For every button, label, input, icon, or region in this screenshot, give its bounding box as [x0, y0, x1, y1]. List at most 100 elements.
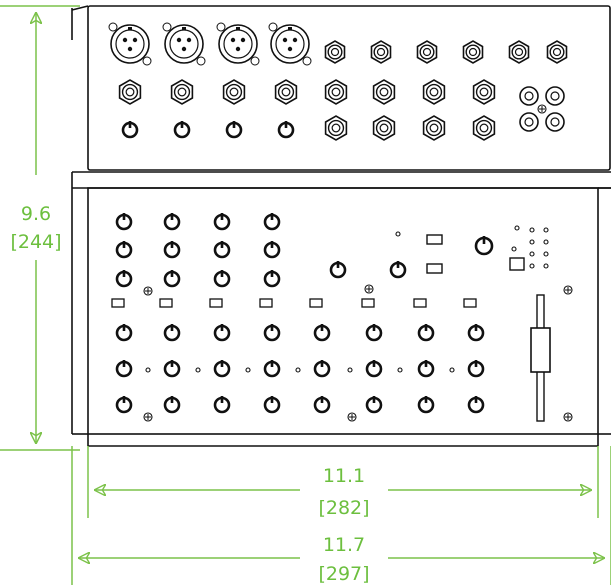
push-button	[209, 298, 223, 308]
led-indicator	[511, 246, 517, 252]
led-indicator	[529, 227, 535, 233]
xlr-input-icon	[216, 22, 260, 66]
rotary-knob-icon	[115, 241, 133, 259]
xlr-input-icon	[108, 22, 152, 66]
rotary-knob-icon	[163, 360, 181, 378]
rotary-knob-icon	[263, 324, 281, 342]
led-indicator	[529, 251, 535, 257]
push-button	[361, 298, 375, 308]
rotary-knob-icon	[467, 360, 485, 378]
quarter-inch-jack-icon	[372, 79, 396, 105]
screw-icon	[563, 412, 573, 422]
screw-icon	[347, 412, 357, 422]
screw-icon	[143, 412, 153, 422]
inner-width-value: 11.1	[323, 465, 365, 487]
quarter-inch-jack-icon	[472, 115, 496, 141]
quarter-inch-jack-icon	[170, 79, 194, 105]
screw-icon	[537, 104, 547, 114]
quarter-inch-jack-icon	[462, 40, 484, 64]
screw-icon	[563, 285, 573, 295]
xlr-input-icon	[162, 22, 206, 66]
rotary-knob-icon	[213, 360, 231, 378]
rear-connector-panel	[108, 22, 568, 141]
led-indicator	[449, 367, 455, 373]
rca-connector-icon	[519, 86, 565, 132]
rotary-knob-icon	[115, 360, 133, 378]
rotary-knob-icon	[263, 360, 281, 378]
rotary-knob-icon	[474, 236, 494, 256]
rotary-knob-icon	[213, 396, 231, 414]
quarter-inch-jack-icon	[546, 40, 568, 64]
mixer-outline	[71, 5, 611, 447]
led-indicator	[514, 225, 520, 231]
front-control-panel	[111, 213, 573, 422]
quarter-inch-jack-icon	[370, 40, 392, 64]
rotary-knob-icon	[173, 121, 191, 139]
led-indicator	[395, 231, 401, 237]
rotary-knob-icon	[263, 213, 281, 231]
led-indicator	[543, 251, 549, 257]
mode-button	[509, 257, 525, 271]
outer-width-value: 11.7	[323, 534, 365, 556]
rotary-knob-icon	[313, 396, 331, 414]
switch-button	[426, 263, 443, 274]
rotary-knob-icon	[213, 213, 231, 231]
rotary-knob-icon	[121, 121, 139, 139]
quarter-inch-jack-icon	[324, 79, 348, 105]
rotary-knob-icon	[115, 270, 133, 288]
led-indicator	[295, 367, 301, 373]
push-button	[159, 298, 173, 308]
dimension-lines	[0, 5, 611, 585]
quarter-inch-jack-icon	[324, 115, 348, 141]
rotary-knob-icon	[417, 360, 435, 378]
rotary-knob-icon	[417, 324, 435, 342]
rotary-knob-icon	[115, 324, 133, 342]
rotary-knob-icon	[365, 396, 383, 414]
push-button	[309, 298, 323, 308]
rotary-knob-icon	[213, 270, 231, 288]
rotary-knob-icon	[115, 213, 133, 231]
led-indicator	[145, 367, 151, 373]
screw-icon	[143, 286, 153, 296]
screw-icon	[364, 284, 374, 294]
inner-width-metric: [282]	[318, 497, 369, 519]
switch-button	[426, 234, 443, 245]
push-button	[463, 298, 477, 308]
rotary-knob-icon	[263, 396, 281, 414]
quarter-inch-jack-icon	[222, 79, 246, 105]
height-metric: [244]	[10, 231, 61, 253]
led-indicator	[543, 239, 549, 245]
quarter-inch-jack-icon	[416, 40, 438, 64]
led-indicator	[245, 367, 251, 373]
rotary-knob-icon	[417, 396, 435, 414]
rotary-knob-icon	[163, 324, 181, 342]
rotary-knob-icon	[277, 121, 295, 139]
led-indicator	[543, 227, 549, 233]
rotary-knob-icon	[213, 324, 231, 342]
rotary-knob-icon	[365, 360, 383, 378]
outer-width-metric: [297]	[318, 563, 369, 585]
rotary-knob-icon	[163, 270, 181, 288]
rotary-knob-icon	[163, 241, 181, 259]
rotary-knob-icon	[329, 261, 347, 279]
quarter-inch-jack-icon	[508, 40, 530, 64]
quarter-inch-jack-icon	[372, 115, 396, 141]
rotary-knob-icon	[389, 261, 407, 279]
rotary-knob-icon	[163, 396, 181, 414]
rotary-knob-icon	[115, 396, 133, 414]
quarter-inch-jack-icon	[422, 115, 446, 141]
rotary-knob-icon	[213, 241, 231, 259]
led-indicator	[397, 367, 403, 373]
main-fader	[530, 294, 551, 422]
xlr-input-icon	[268, 22, 312, 66]
rotary-knob-icon	[225, 121, 243, 139]
rotary-knob-icon	[467, 396, 485, 414]
rotary-knob-icon	[365, 324, 383, 342]
led-indicator	[195, 367, 201, 373]
rotary-knob-icon	[163, 213, 181, 231]
push-button	[111, 298, 125, 308]
rotary-knob-icon	[263, 270, 281, 288]
push-button	[413, 298, 427, 308]
rotary-knob-icon	[313, 324, 331, 342]
